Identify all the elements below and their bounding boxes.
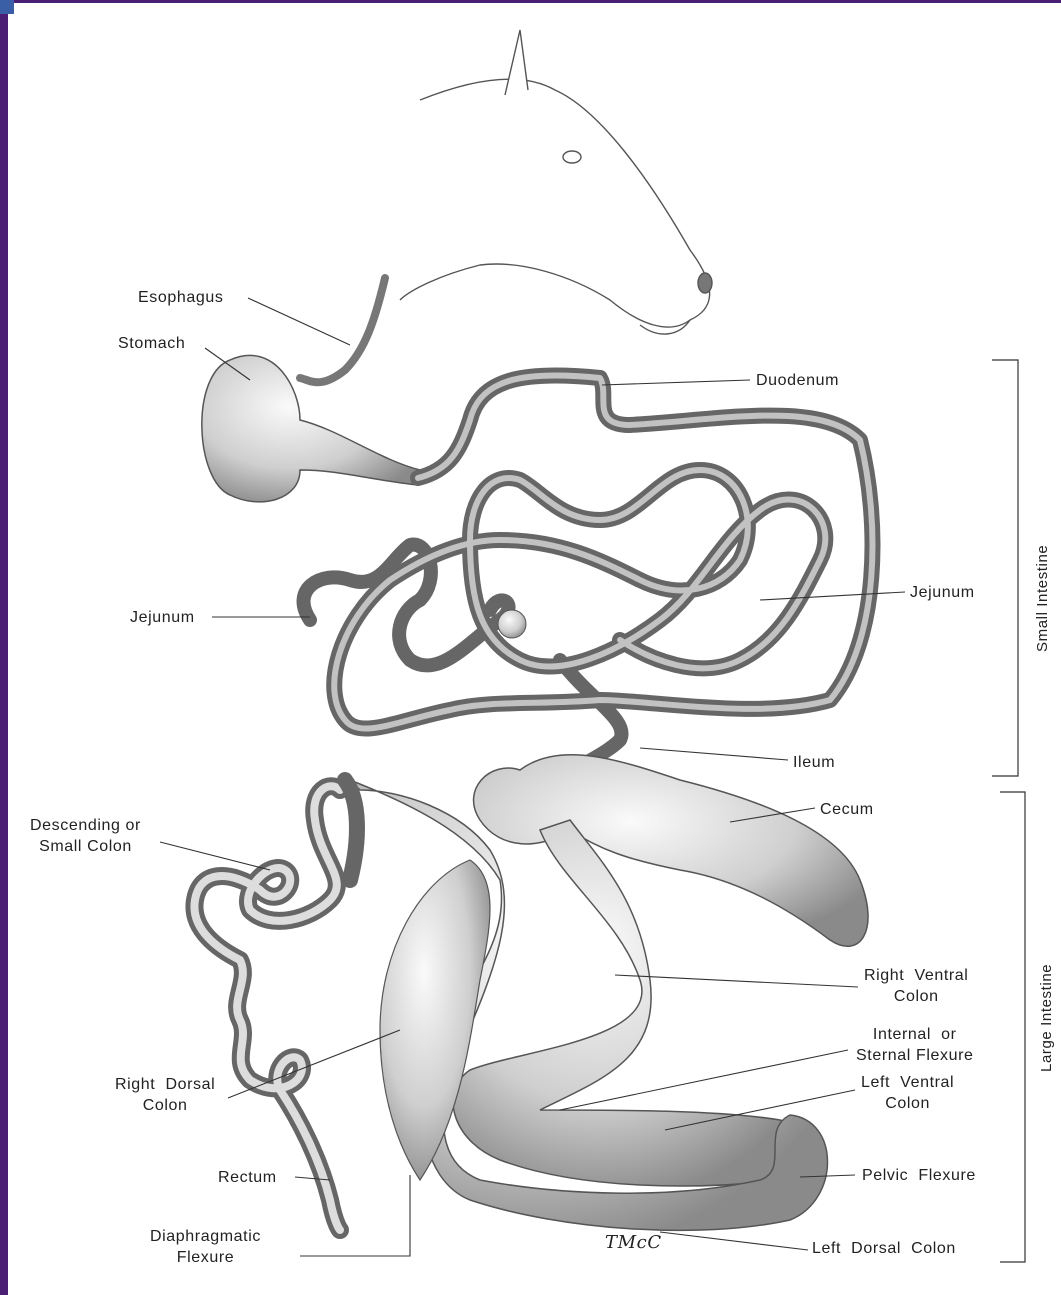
- label-jejunum-right: Jejunum: [910, 582, 975, 603]
- label-large-intestine: Large Intestine: [1038, 964, 1055, 1072]
- small-intestine-coils: [304, 375, 873, 790]
- label-jejunum-left: Jejunum: [130, 607, 195, 628]
- large-intestine-bracket: [1000, 792, 1025, 1262]
- label-ileum: Ileum: [793, 752, 835, 773]
- cecum-organ: [474, 755, 869, 947]
- label-left-dorsal-colon: Left Dorsal Colon: [812, 1238, 956, 1259]
- label-sternal-flexure: Internal or Sternal Flexure: [856, 1024, 974, 1066]
- label-right-ventral-colon: Right Ventral Colon: [864, 965, 968, 1007]
- intestine-brackets: [992, 360, 1025, 1262]
- label-esophagus: Esophagus: [138, 287, 223, 308]
- label-diaphragmatic-flexure: Diaphragmatic Flexure: [150, 1226, 261, 1268]
- label-pelvic-flexure: Pelvic Flexure: [862, 1165, 976, 1186]
- label-rectum: Rectum: [218, 1167, 277, 1188]
- label-right-dorsal-colon: Right Dorsal Colon: [115, 1074, 215, 1116]
- label-left-ventral-colon: Left Ventral Colon: [861, 1072, 954, 1114]
- descending-colon-organ: [194, 780, 357, 1230]
- horse-head: [400, 30, 712, 334]
- label-descending-colon: Descending or Small Colon: [30, 815, 141, 857]
- stomach-organ: [202, 278, 420, 502]
- label-small-intestine: Small Intestine: [1034, 545, 1051, 652]
- small-intestine-bracket: [992, 360, 1018, 776]
- label-cecum: Cecum: [820, 799, 874, 820]
- label-duodenum: Duodenum: [756, 370, 839, 391]
- label-stomach: Stomach: [118, 333, 185, 354]
- artist-signature: TMcC: [605, 1232, 662, 1253]
